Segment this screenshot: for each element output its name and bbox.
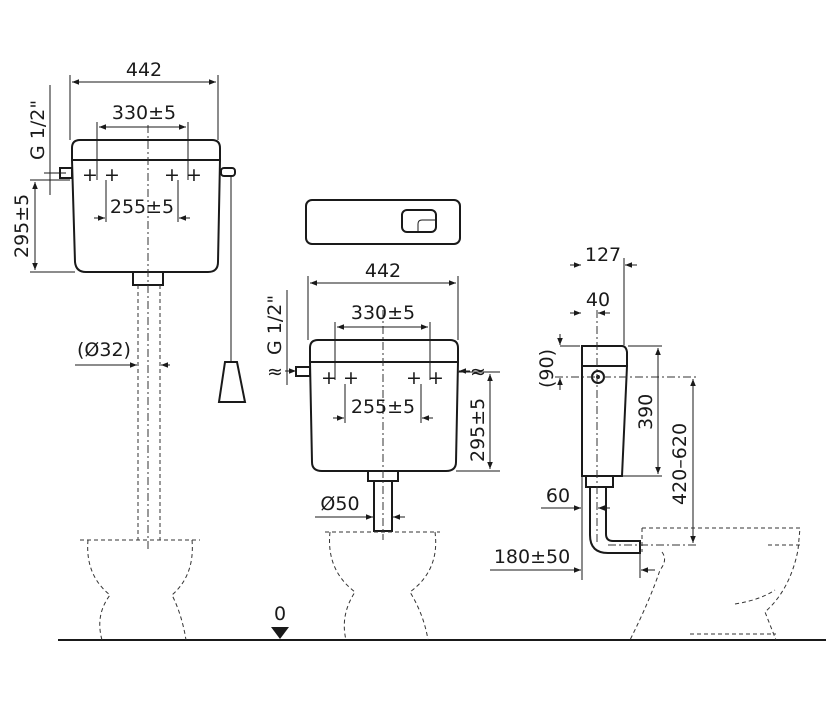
svg-text:+ +: + + xyxy=(321,367,359,389)
left-fixing-height-dimension: 295±5 xyxy=(11,194,33,258)
side-pipe-offset-dimension: 60 xyxy=(546,485,570,507)
left-fixing-spacing-dimension: 330±5 xyxy=(112,102,176,124)
middle-pipe-diameter-label: Ø50 xyxy=(320,493,359,515)
svg-text:+ +: + + xyxy=(406,367,444,389)
floor-level-label: 0 xyxy=(274,603,286,625)
middle-inlet-thread-label: G 1/2" xyxy=(264,295,286,355)
side-inlet-offset-dimension: 40 xyxy=(586,289,610,311)
side-toilet-bowl xyxy=(629,527,801,641)
side-view-cistern xyxy=(555,310,698,554)
svg-text:+ +: + + xyxy=(82,164,120,186)
side-inlet-height-dimension: (90) xyxy=(536,349,558,388)
low-level-cistern: ≈ ≈ xyxy=(267,310,486,540)
left-inner-spacing-dimension: 255±5 xyxy=(110,196,174,218)
side-cistern-height-dimension: 390 xyxy=(635,394,657,430)
left-width-dimension: 442 xyxy=(126,59,162,81)
left-pipe-diameter-label: (Ø32) xyxy=(77,339,131,361)
cistern-cover-front xyxy=(305,199,461,245)
middle-inner-spacing-dimension: 255±5 xyxy=(351,396,415,418)
middle-fixing-height-dimension: 295±5 xyxy=(467,398,489,462)
side-bowl-distance-dimension: 180±50 xyxy=(494,546,570,568)
svg-text:≈: ≈ xyxy=(267,361,283,383)
floor-level-marker-icon xyxy=(271,627,289,639)
svg-text:+ +: + + xyxy=(164,164,202,186)
high-level-cistern xyxy=(59,125,247,550)
middle-fixing-spacing-dimension: 330±5 xyxy=(351,302,415,324)
side-depth-dimension: 127 xyxy=(585,244,621,266)
left-toilet-bowl xyxy=(80,539,200,641)
middle-width-dimension: 442 xyxy=(365,260,401,282)
side-mount-height-dimension: 420–620 xyxy=(669,423,691,505)
left-inlet-thread-label: G 1/2" xyxy=(27,100,49,160)
middle-toilet-bowl xyxy=(325,531,440,641)
